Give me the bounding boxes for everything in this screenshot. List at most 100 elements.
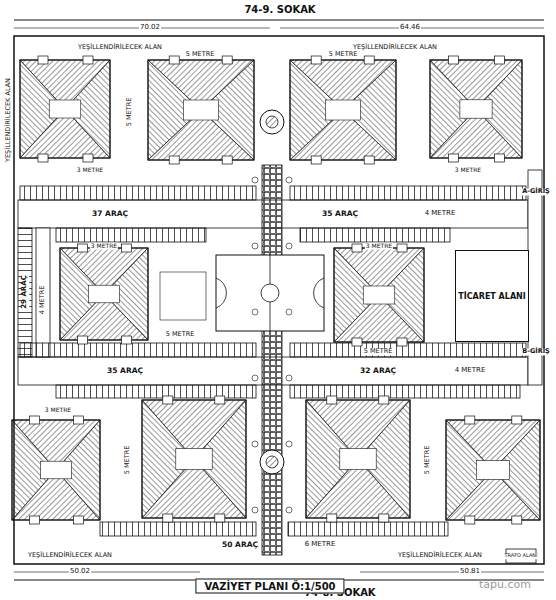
entrance-porch <box>397 338 407 346</box>
building-outline <box>446 420 540 520</box>
plan-label: 5 METRE <box>124 445 131 476</box>
fountain <box>260 110 284 134</box>
plan-label: 5 METRE <box>185 51 216 58</box>
tree <box>252 441 258 447</box>
plan-label: 37 ARAÇ <box>91 210 129 218</box>
plan-label: 50.02 <box>69 568 91 576</box>
plan-label: 6 METRE <box>304 541 337 549</box>
parking-row <box>290 186 526 200</box>
entrance-porch <box>352 338 362 346</box>
plan-label: YEŞİLLENDİRİLECEK ALAN <box>77 44 163 51</box>
plan-label: YEŞİLLENDİRİLECEK ALAN <box>27 552 113 559</box>
entrance-porch <box>122 336 132 344</box>
entrance-porch <box>83 56 93 64</box>
plan-label: 3 METRE <box>44 407 72 414</box>
plan-label: 5 METRE <box>165 331 196 338</box>
building-outline <box>142 400 246 518</box>
basketball-court <box>216 255 324 331</box>
entrance-porch <box>169 156 179 164</box>
plan-label: 3 METRE <box>90 243 118 250</box>
roof-window <box>363 286 395 304</box>
plan-label: 3 METRE <box>365 243 393 250</box>
court-circle <box>261 284 279 302</box>
building-outline <box>12 420 100 520</box>
entrance-porch <box>448 56 458 64</box>
entrance-porch <box>512 516 522 524</box>
parking-row <box>290 343 526 357</box>
plan-label: tapu.com <box>478 579 532 591</box>
entrance-porch <box>38 154 48 162</box>
tree <box>286 243 292 249</box>
plan-label: 3 METRE <box>454 167 482 174</box>
plan-label: YEŞİLLENDİRİLECEK ALAN <box>352 44 438 51</box>
entrance-porch <box>78 336 88 344</box>
roof-window <box>326 100 361 120</box>
plan-label: TRAFO ALANI <box>503 553 538 559</box>
tree <box>286 507 292 513</box>
plan-label: 5 METRE <box>328 51 359 58</box>
parking-row <box>290 385 520 398</box>
building-outline <box>290 60 396 160</box>
parking-row <box>18 228 32 357</box>
tree <box>252 375 258 381</box>
street-edge <box>14 20 544 21</box>
entrance-porch <box>222 156 232 164</box>
building-outline <box>306 400 410 518</box>
tree <box>252 177 258 183</box>
building-outline <box>334 248 424 342</box>
entrance-porch <box>169 56 179 64</box>
plan-label: 3 METRE <box>76 167 104 174</box>
dimension-line <box>360 572 544 573</box>
parking-row <box>300 228 450 242</box>
entrance-porch <box>163 396 173 404</box>
pedestrian-walk <box>262 165 282 555</box>
building-outline <box>20 60 110 158</box>
tree <box>286 441 292 447</box>
tree <box>286 375 292 381</box>
parking-row <box>20 186 256 200</box>
plan-label: 35 ARAÇ <box>106 367 144 375</box>
entrance-porch <box>448 154 458 162</box>
plan-label: 35 ARAÇ <box>321 210 359 218</box>
parking-row <box>20 343 256 357</box>
entrance-porch <box>74 516 84 524</box>
plan-label: 29 ARAÇ <box>21 274 29 310</box>
road <box>36 228 50 357</box>
entrance-porch <box>222 56 232 64</box>
entrance-porch <box>397 244 407 252</box>
roof-window <box>184 100 219 120</box>
tree <box>252 309 258 315</box>
generated-art <box>12 56 540 536</box>
roof-window <box>460 100 492 118</box>
entrance-porch <box>74 416 84 424</box>
court-arc <box>216 278 324 308</box>
tree <box>252 243 258 249</box>
building-outline <box>430 60 522 158</box>
plan-label: 50.81 <box>459 568 481 576</box>
entrance-porch <box>327 396 337 404</box>
plan-label: YEŞİLLENDİRİLECEK ALAN <box>397 552 483 559</box>
plan-label: 64.46 <box>399 24 421 32</box>
fountain <box>266 456 278 468</box>
entrance-porch <box>38 56 48 64</box>
entrance-porch <box>364 56 374 64</box>
plan-label: 70.02 <box>139 24 161 32</box>
entrance-porch <box>30 516 40 524</box>
plan-label: 5 METRE <box>363 348 394 355</box>
entrance-porch <box>465 516 475 524</box>
area-name: TİCARET ALANI <box>456 290 528 303</box>
entrance-porch <box>122 244 132 252</box>
entrance-porch <box>311 156 321 164</box>
entrance-porch <box>494 154 504 162</box>
tree <box>286 177 292 183</box>
roof-window <box>89 285 120 303</box>
entrance-porch <box>364 156 374 164</box>
plan-caption: VAZİYET PLANI Ö:1/500 <box>195 579 344 594</box>
entrance-porch <box>352 244 362 252</box>
plan-label: 32 ARAÇ <box>359 367 397 375</box>
entrance-porch <box>465 416 475 424</box>
plan-label: A-GİRİŞ <box>521 188 551 195</box>
entrance-porch <box>78 244 88 252</box>
tree <box>286 309 292 315</box>
